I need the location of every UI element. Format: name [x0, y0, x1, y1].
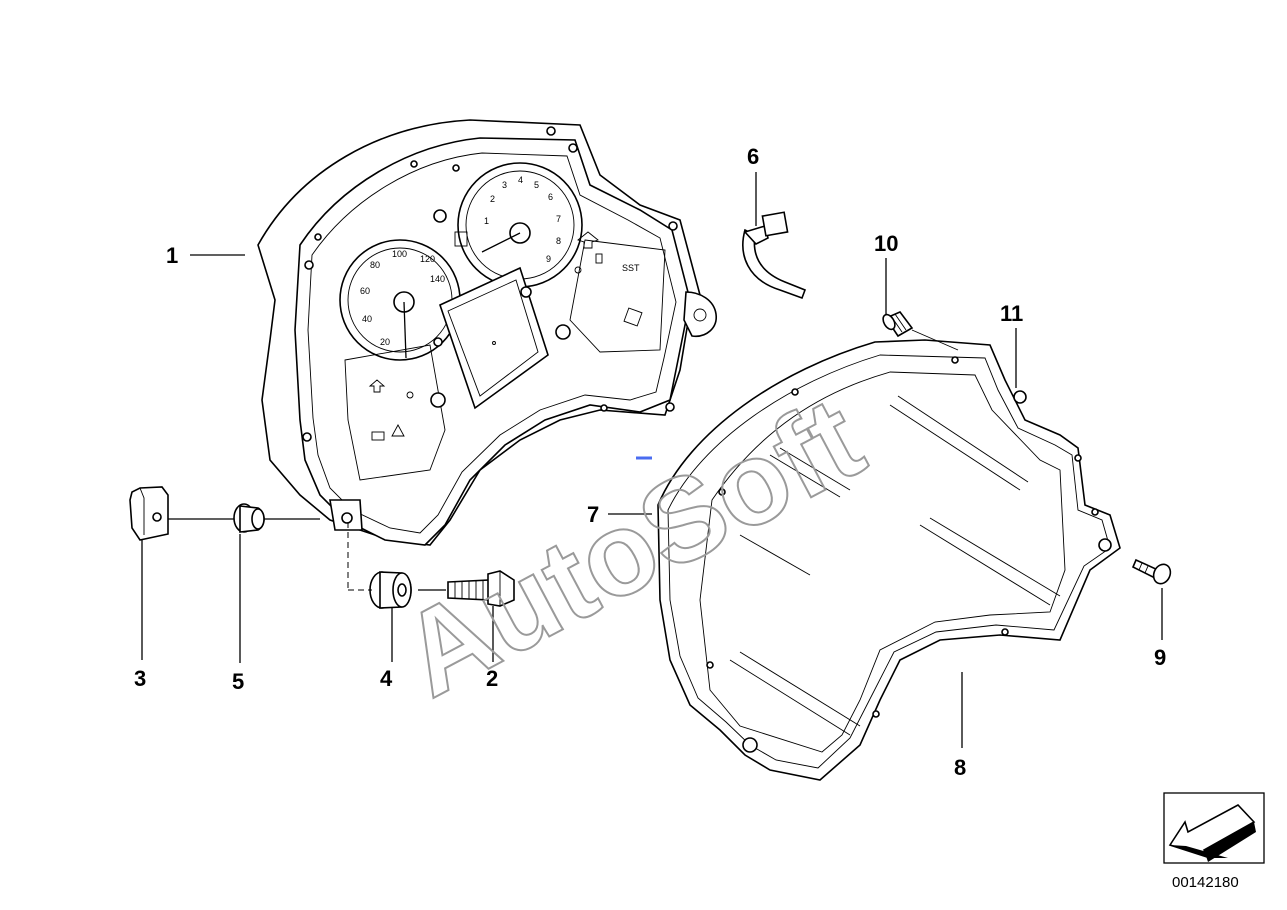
callout-11: 11: [1000, 301, 1023, 326]
speedo-tick: 140: [430, 274, 445, 284]
tacho-tick: 1: [484, 216, 489, 226]
tachometer-tick-labels: 1 2 3 4 5 6 7 8 9: [484, 175, 561, 264]
callout-7: 7: [587, 502, 599, 527]
screw-cap: [1013, 390, 1027, 404]
rubber-grommet: [369, 571, 412, 609]
callout-5: 5: [232, 669, 244, 694]
tacho-tick: 7: [556, 214, 561, 224]
callout-9: 9: [1154, 645, 1166, 670]
callout-6: 6: [747, 144, 759, 169]
instrument-cluster: 20 40 60 80 100 120 140 1 2 3 4 5 6 7 8 …: [257, 119, 717, 546]
bulb-socket: [882, 311, 914, 338]
tacho-tick: 8: [556, 236, 561, 246]
hex-bolt: [447, 570, 515, 607]
leader-lines: [141, 172, 1163, 748]
speedo-tick: 120: [420, 254, 435, 264]
speedo-tick: 60: [360, 286, 370, 296]
bushing: [233, 503, 265, 533]
sst-label: SST: [622, 263, 640, 273]
cover-glass: [657, 339, 1121, 781]
speedo-tick: 40: [362, 314, 372, 324]
reference-number: 00142180: [1172, 874, 1239, 891]
callout-3: 3: [134, 666, 146, 691]
callout-1: 1: [166, 243, 178, 268]
callout-10: 10: [874, 231, 898, 256]
tacho-tick: 9: [546, 254, 551, 264]
speedometer-tick-labels: 20 40 60 80 100 120 140: [360, 249, 445, 347]
speedo-tick: 80: [370, 260, 380, 270]
tacho-tick: 2: [490, 194, 495, 204]
callout-4: 4: [380, 666, 393, 691]
speedo-tick: 20: [380, 337, 390, 347]
spring-nut: [129, 486, 169, 541]
screw: [1131, 558, 1172, 585]
callout-2: 2: [486, 666, 498, 691]
tacho-tick: 5: [534, 180, 539, 190]
direction-indicator: 00142180: [1163, 792, 1265, 891]
speedo-tick: 100: [392, 249, 407, 259]
tacho-tick: 4: [518, 175, 523, 185]
callouts: 1 2 3 4 5 6 7 8 9 10 11: [134, 144, 1166, 780]
wiring-harness: [742, 211, 807, 300]
callout-8: 8: [954, 755, 966, 780]
tacho-tick: 6: [548, 192, 553, 202]
tacho-tick: 3: [502, 180, 507, 190]
